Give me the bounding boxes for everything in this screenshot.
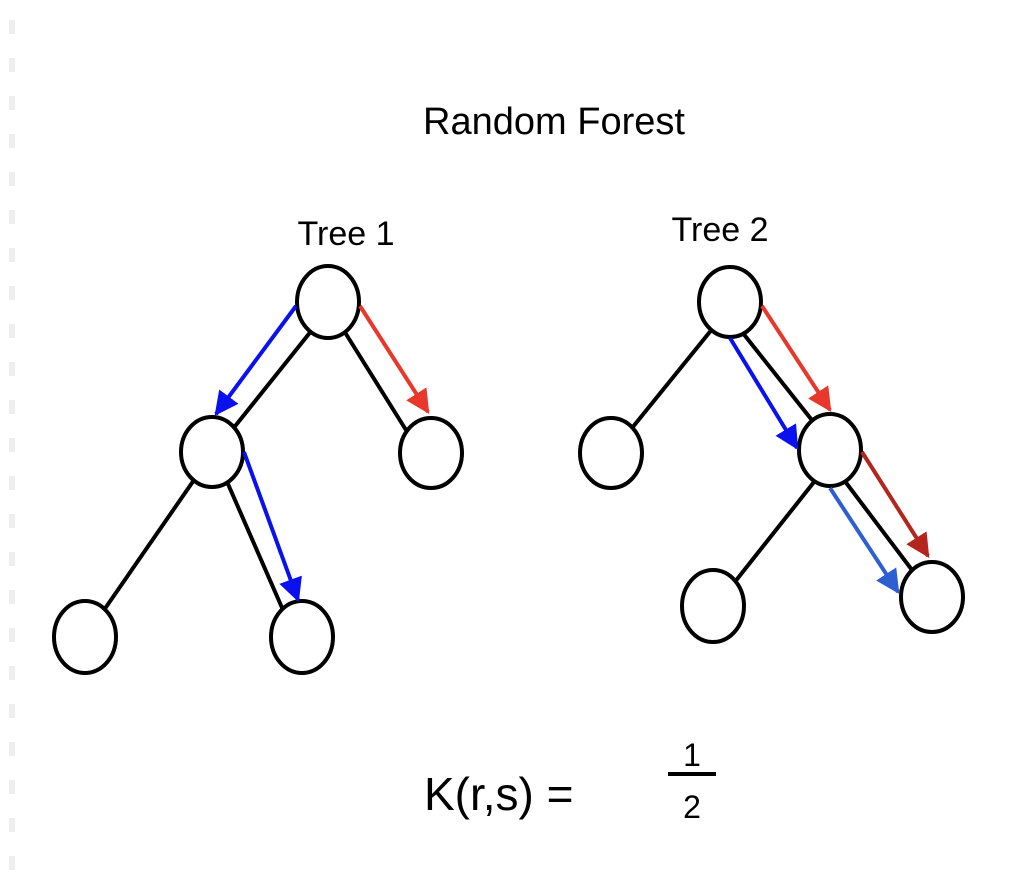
tree-2-path-s-arrow-1 — [728, 336, 799, 451]
tree-2-path-r-arrow-2 — [860, 450, 930, 559]
tree-2-edge-mid-leftleaf — [732, 480, 816, 585]
formula-lhs: K(r,s) = — [424, 768, 574, 820]
tree-1-rightleaf-node — [269, 599, 335, 675]
formula-numerator: 1 — [683, 737, 701, 773]
tree-2-leftleaf-node — [680, 568, 746, 644]
tree-1-path-s-arrow-1 — [214, 304, 298, 416]
tree-1-leftleaf-node — [52, 599, 118, 675]
tree-1-edge-left-leftleaf — [102, 478, 196, 612]
tree-1-label: Tree 1 — [297, 215, 394, 253]
tree-2-edge-root-left — [630, 326, 715, 430]
tree-2-path-r-arrow-1 — [760, 304, 832, 413]
tree-1-right-node — [398, 416, 464, 490]
tree-1: Tree 1 — [52, 215, 464, 675]
kernel-formula: K(r,s) = 1 2 — [424, 737, 716, 825]
tree-2-rightleaf-node — [899, 560, 965, 634]
tree-1-edge-left-rightleaf — [226, 482, 285, 612]
formula-denominator: 2 — [683, 789, 701, 825]
tree-1-path-s-arrow-2 — [242, 451, 302, 603]
tree-1-edge-root-left — [230, 328, 314, 432]
tree-1-path-r-arrow — [358, 304, 430, 415]
tree-1-root-node — [295, 264, 361, 340]
diagram-title: Random Forest — [423, 101, 685, 143]
tree-2-left-node — [578, 416, 644, 490]
tree-2-path-s-arrow-2 — [828, 486, 900, 595]
tree-2-label: Tree 2 — [671, 211, 768, 249]
tree-2-edge-mid-rightleaf — [842, 478, 914, 572]
tree-2-mid-node — [797, 412, 863, 488]
tree-2: Tree 2 — [578, 211, 965, 644]
tree-1-left-node — [179, 415, 245, 489]
tree-2-root-node — [697, 265, 763, 339]
tree-2-edge-root-right — [740, 330, 817, 426]
tree-1-edge-root-right — [344, 332, 408, 432]
